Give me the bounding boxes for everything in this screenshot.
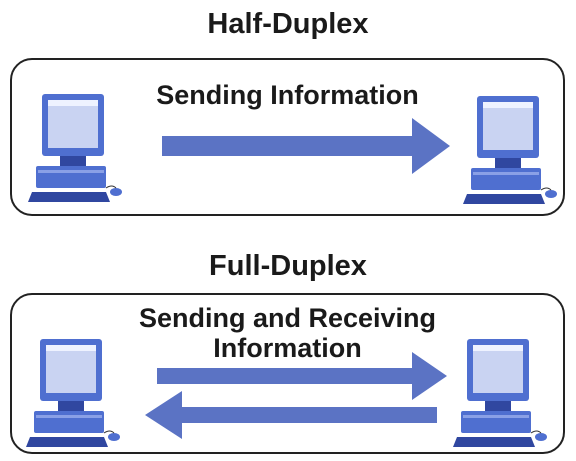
full-duplex-caption-line2: Information bbox=[213, 333, 362, 363]
computer-icon bbox=[453, 339, 547, 447]
computer-icon bbox=[463, 96, 557, 204]
right-arrow-icon bbox=[162, 118, 450, 174]
full-duplex-title: Full-Duplex bbox=[209, 250, 367, 282]
computer-icon bbox=[26, 339, 120, 447]
full-duplex-arrows bbox=[145, 352, 447, 439]
right-arrow-icon bbox=[157, 352, 447, 400]
computer-icon bbox=[28, 94, 122, 202]
full-duplex-caption: Sending and Receiving Information bbox=[12, 303, 563, 363]
full-duplex-panel: Sending and Receiving Information bbox=[10, 293, 565, 454]
half-duplex-caption: Sending Information bbox=[156, 80, 419, 110]
half-duplex-panel: Sending Information bbox=[10, 58, 565, 216]
full-duplex-caption-line1: Sending and Receiving bbox=[138, 303, 437, 333]
half-duplex-arrows bbox=[162, 118, 450, 174]
half-duplex-title: Half-Duplex bbox=[207, 8, 369, 40]
left-arrow-icon bbox=[145, 391, 437, 439]
